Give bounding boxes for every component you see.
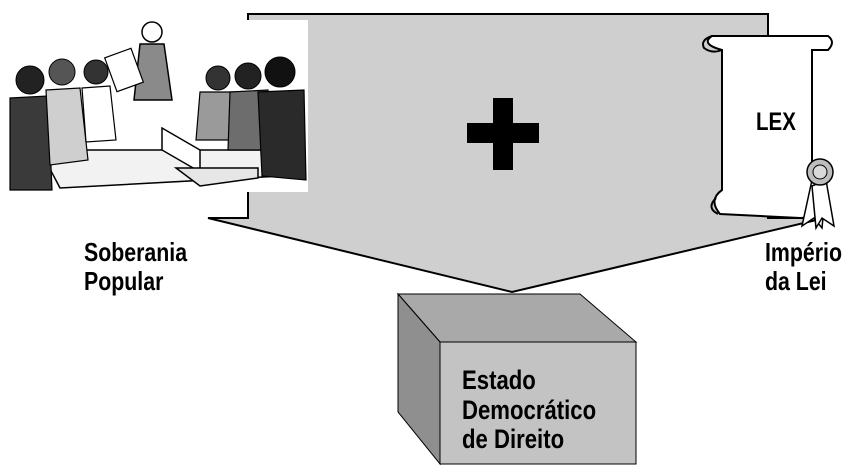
lex-text: LEX: [756, 108, 796, 136]
right-label-line-1: Império: [765, 237, 843, 267]
output-label-line-3: de Direito: [462, 424, 565, 455]
output-label-line-2: Democrático: [462, 394, 597, 425]
right-label-line-2: da Lei: [765, 266, 827, 297]
output-label-line-1: Estado: [462, 365, 536, 395]
plus-icon: [467, 98, 539, 170]
output-label: Estado Democrático de Direito: [462, 365, 597, 455]
left-input-label: Soberania Popular: [84, 237, 188, 297]
output-box: [396, 292, 638, 466]
right-input-label: Império da Lei: [765, 237, 843, 297]
left-label-line-1: Soberania: [84, 237, 188, 267]
left-label-line-2: Popular: [84, 266, 164, 297]
lex-scroll-icon: [702, 35, 833, 220]
output-box-front: [439, 341, 637, 465]
ribbon-seal-icon: [800, 158, 836, 231]
meeting-illustration: [9, 20, 308, 192]
